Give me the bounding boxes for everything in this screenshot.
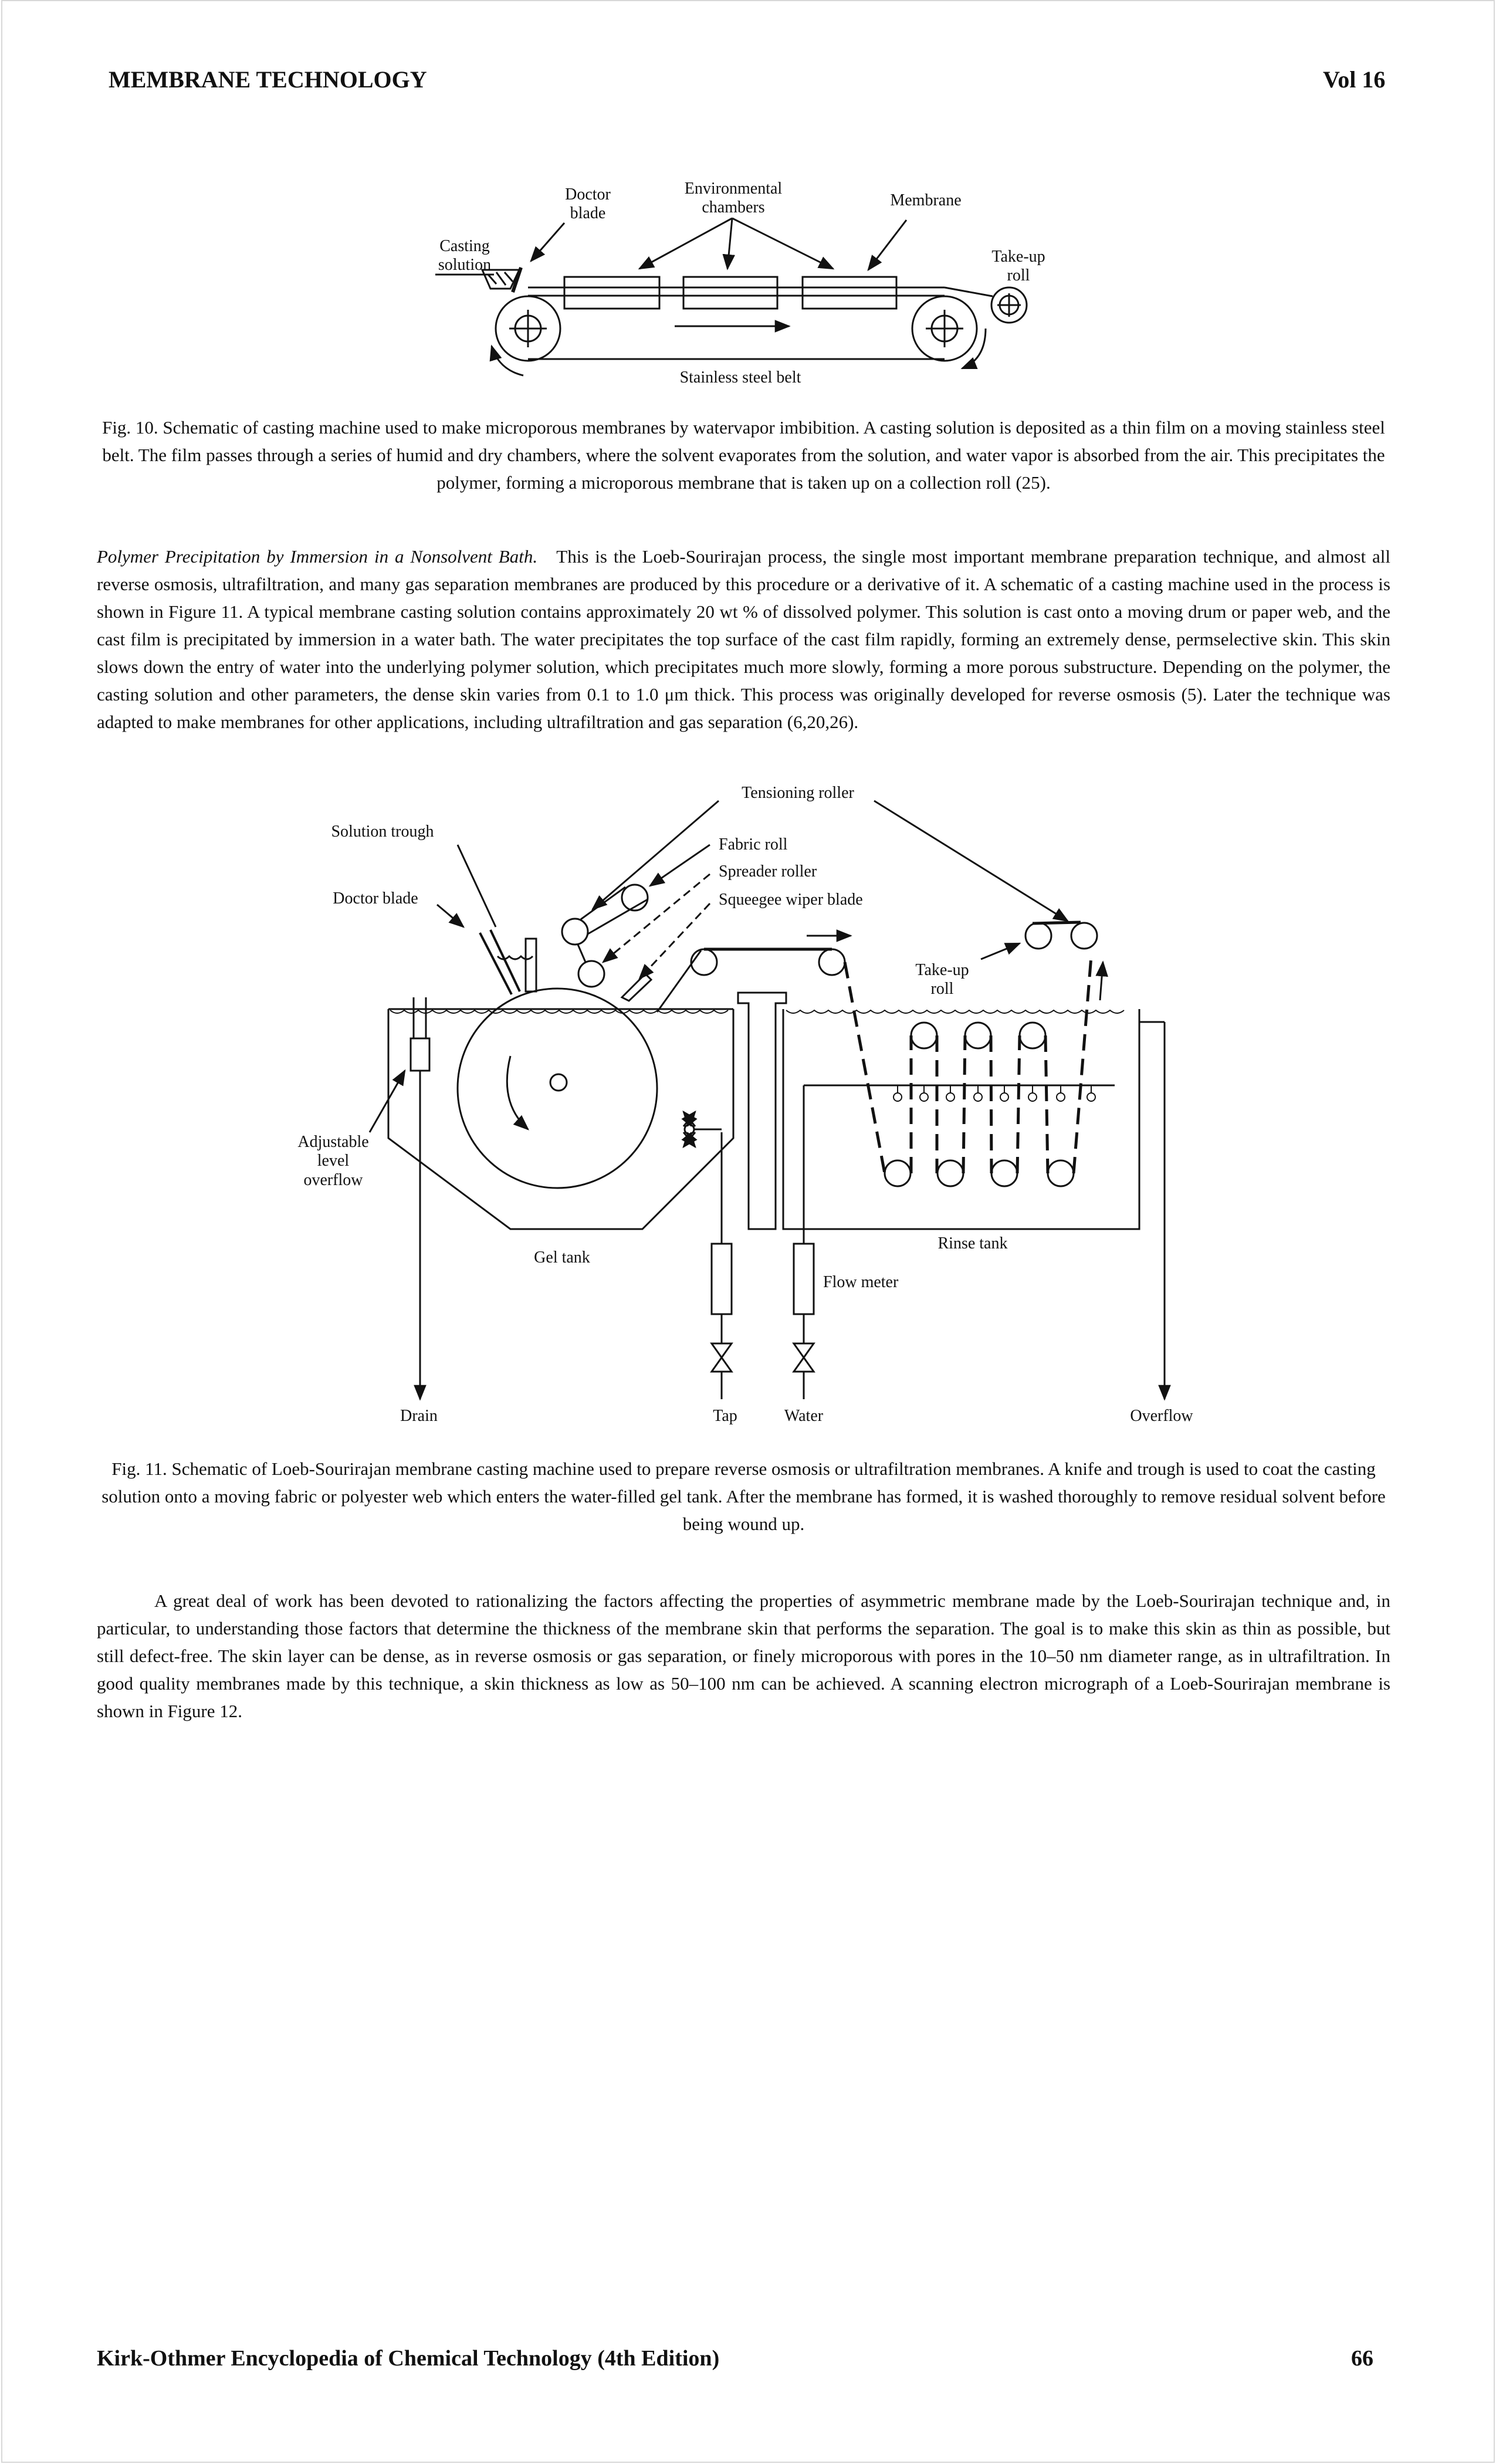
label-doctor-blade-2: blade [570,204,606,222]
label-env-chambers-2: chambers [702,198,764,216]
label-spreader-roller: Spreader roller [719,862,817,881]
label-water: Water [784,1407,824,1425]
label-membrane: Membrane [890,191,961,209]
section-title: Polymer Precipitation by Immersion in a … [97,546,538,567]
label-takeup-roll-1: Take-up [991,248,1045,266]
label-adjustable-1: Adjustable [297,1133,368,1151]
label-squeegee-wiper-blade: Squeegee wiper blade [719,891,863,909]
label-takeup-roll-2: roll [931,980,954,998]
label-tensioning-roller: Tensioning roller [742,784,854,802]
label-gel-tank: Gel tank [534,1248,590,1267]
label-rinse-tank: Rinse tank [938,1234,1008,1253]
label-adjustable-3: overflow [303,1171,363,1189]
figure-10-schematic: Doctor blade Environmental chambers Memb… [435,180,1045,387]
running-header-volume: Vol 16 [1323,66,1386,93]
label-casting-solution-1: Casting [439,237,490,255]
label-env-chambers-1: Environmental [685,180,783,198]
figure-10-caption: Fig. 10. Schematic of casting machine us… [102,417,1385,493]
label-overflow: Overflow [1130,1407,1193,1425]
section-paragraph: Polymer Precipitation by Immersion in a … [97,543,1390,736]
label-casting-solution-2: solution [438,256,491,274]
label-doctor-blade-1: Doctor [565,185,611,204]
label-tap: Tap [713,1407,737,1425]
label-adjustable-2: level [317,1152,350,1170]
label-doctor-blade: Doctor blade [333,889,418,908]
figure-11-schematic: Tensioning roller Solution trough Fabric… [297,784,1193,1425]
label-takeup-roll-1: Take-up [915,961,969,979]
figure-11-caption: Fig. 11. Schematic of Loeb-Sourirajan me… [101,1458,1386,1534]
running-header-title: MEMBRANE TECHNOLOGY [109,66,427,93]
label-takeup-roll-2: roll [1007,266,1030,285]
section-body: This is the Loeb-Sourirajan process, the… [97,546,1390,732]
closing-paragraph: A great deal of work has been devoted to… [97,1590,1390,1721]
footer-source: Kirk-Othmer Encyclopedia of Chemical Tec… [97,2346,720,2371]
footer-page-number: 66 [1351,2346,1373,2371]
label-drain: Drain [400,1407,438,1425]
label-flow-meter: Flow meter [823,1273,899,1291]
label-stainless-steel-belt: Stainless steel belt [680,368,801,387]
label-fabric-roll: Fabric roll [719,835,788,854]
label-solution-trough: Solution trough [331,823,434,841]
